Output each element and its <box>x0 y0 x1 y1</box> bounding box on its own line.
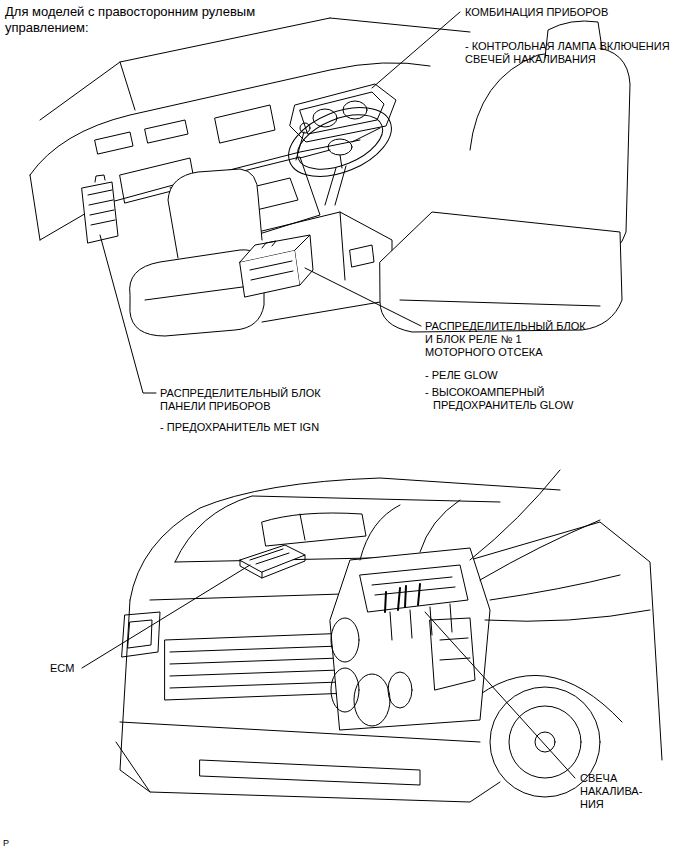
part-label: КОМБИНАЦИЯ ПРИБОРОВ <box>465 6 608 19</box>
leader-line <box>82 565 250 668</box>
part-note: - РЕЛЕ GLOW <box>425 369 498 382</box>
leader-line <box>100 235 156 393</box>
part-note: - ВЫСОКОАМПЕРНЫЙ ПРЕДОХРАНИТЕЛЬ GLOW <box>425 386 576 412</box>
label-holder: - РЕЛЕ GLOW <box>425 369 498 382</box>
label-holder: СВЕЧА НАКАЛИВА- НИЯ <box>580 772 645 812</box>
leader-line <box>305 268 421 326</box>
label-holder: ECM <box>50 662 74 675</box>
label-holder: РАСПРЕДЕЛИТЕЛЬНЫЙ БЛОК И БЛОК РЕЛЕ № 1 М… <box>425 320 588 360</box>
figure-mark: P <box>3 838 9 849</box>
vehicle-front-view <box>116 470 662 802</box>
label-holder: КОМБИНАЦИЯ ПРИБОРОВ <box>465 6 608 19</box>
label-holder: РАСПРЕДЕЛИТЕЛЬНЫЙ БЛОК ПАНЕЛИ ПРИБОРОВ <box>160 387 323 413</box>
label-holder: P <box>3 838 9 849</box>
heading: Для моделей с правосторонним рулевым упр… <box>5 4 258 35</box>
part-label: РАСПРЕДЕЛИТЕЛЬНЫЙ БЛОК ПАНЕЛИ ПРИБОРОВ <box>160 387 323 413</box>
interior-view <box>30 18 630 336</box>
label-holder: Для моделей с правосторонним рулевым упр… <box>5 4 258 35</box>
label-holder: - ПРЕДОХРАНИТЕЛЬ MET IGN <box>160 421 319 434</box>
leader-line <box>425 612 575 778</box>
leader-lines <box>82 12 575 778</box>
part-label: РАСПРЕДЕЛИТЕЛЬНЫЙ БЛОК И БЛОК РЕЛЕ № 1 М… <box>425 320 588 360</box>
part-note: - КОНТРОЛЬНАЯ ЛАМПА ВКЛЮЧЕНИЯ СВЕЧЕЙ НАК… <box>465 40 672 66</box>
leader-line <box>372 12 460 88</box>
part-label: СВЕЧА НАКАЛИВА- НИЯ <box>580 772 645 812</box>
label-holder: - ВЫСОКОАМПЕРНЫЙ ПРЕДОХРАНИТЕЛЬ GLOW <box>425 386 576 412</box>
part-label: ECM <box>50 662 74 675</box>
label-holder: - КОНТРОЛЬНАЯ ЛАМПА ВКЛЮЧЕНИЯ СВЕЧЕЙ НАК… <box>465 40 672 66</box>
part-note: - ПРЕДОХРАНИТЕЛЬ MET IGN <box>160 421 319 434</box>
